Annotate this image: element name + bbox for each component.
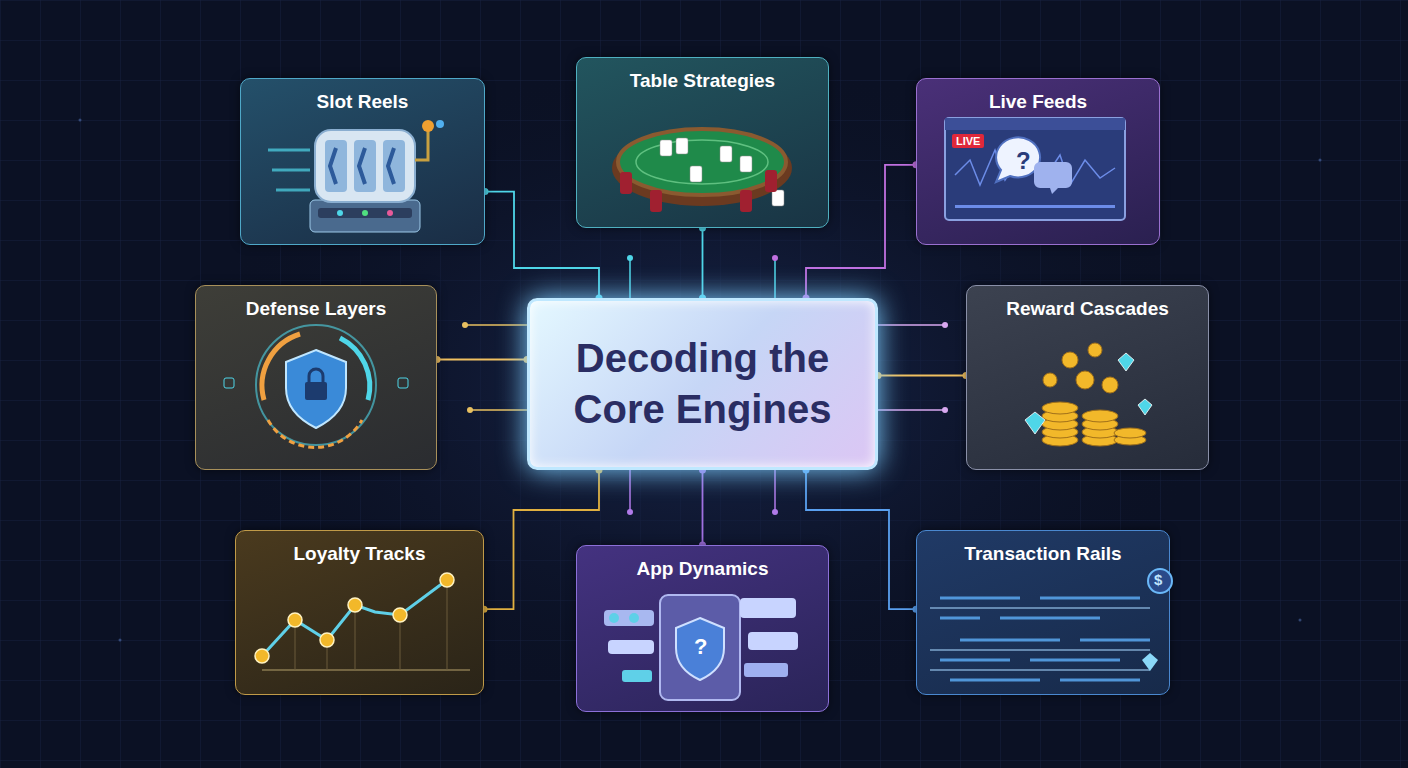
module-box: Table Strategies [576,57,829,228]
connector-line [702,470,704,545]
poker-table-icon [612,129,792,212]
module-title: Transaction Rails [929,543,1157,565]
icon-symbol: ? [694,634,707,660]
live-screen-icon [945,118,1125,220]
decorative-stubs [462,255,948,515]
live-badge: LIVE [952,134,984,148]
line-chart-icon [255,573,470,670]
icon-symbol: $ [1154,571,1162,588]
slot-machine-icon [268,120,444,232]
connector-line [878,375,966,377]
module-box: Slot Reels [240,78,485,245]
module-box: Defense Layers [195,285,437,470]
module-box: Transaction Rails [916,530,1170,695]
icon-symbol: ? [1016,147,1031,175]
module-title: Loyalty Tracks [248,543,471,565]
phone-app-icon [604,595,798,700]
connector-line [437,359,527,361]
module-title: Table Strategies [589,70,816,92]
module-title: App Dynamics [589,558,816,580]
module-title: Slot Reels [253,91,472,113]
hub-box: Decoding the Core Engines [527,298,878,470]
data-rails-icon [930,569,1172,680]
connector-group [434,356,531,363]
coins-icon [1025,343,1152,446]
module-box: Loyalty Tracks [235,530,484,695]
module-title: Defense Layers [208,298,424,320]
module-box: Reward Cascades [966,285,1209,470]
hub-title: Decoding the Core Engines [553,333,853,435]
connector-line [702,228,704,298]
connector-group [875,372,970,379]
module-box: App Dynamics [576,545,829,712]
connector-group [699,225,706,302]
module-box: Live Feeds [916,78,1160,245]
shield-icon [224,325,408,447]
module-title: Live Feeds [929,91,1147,113]
connector-group [699,467,706,549]
module-title: Reward Cascades [979,298,1196,320]
